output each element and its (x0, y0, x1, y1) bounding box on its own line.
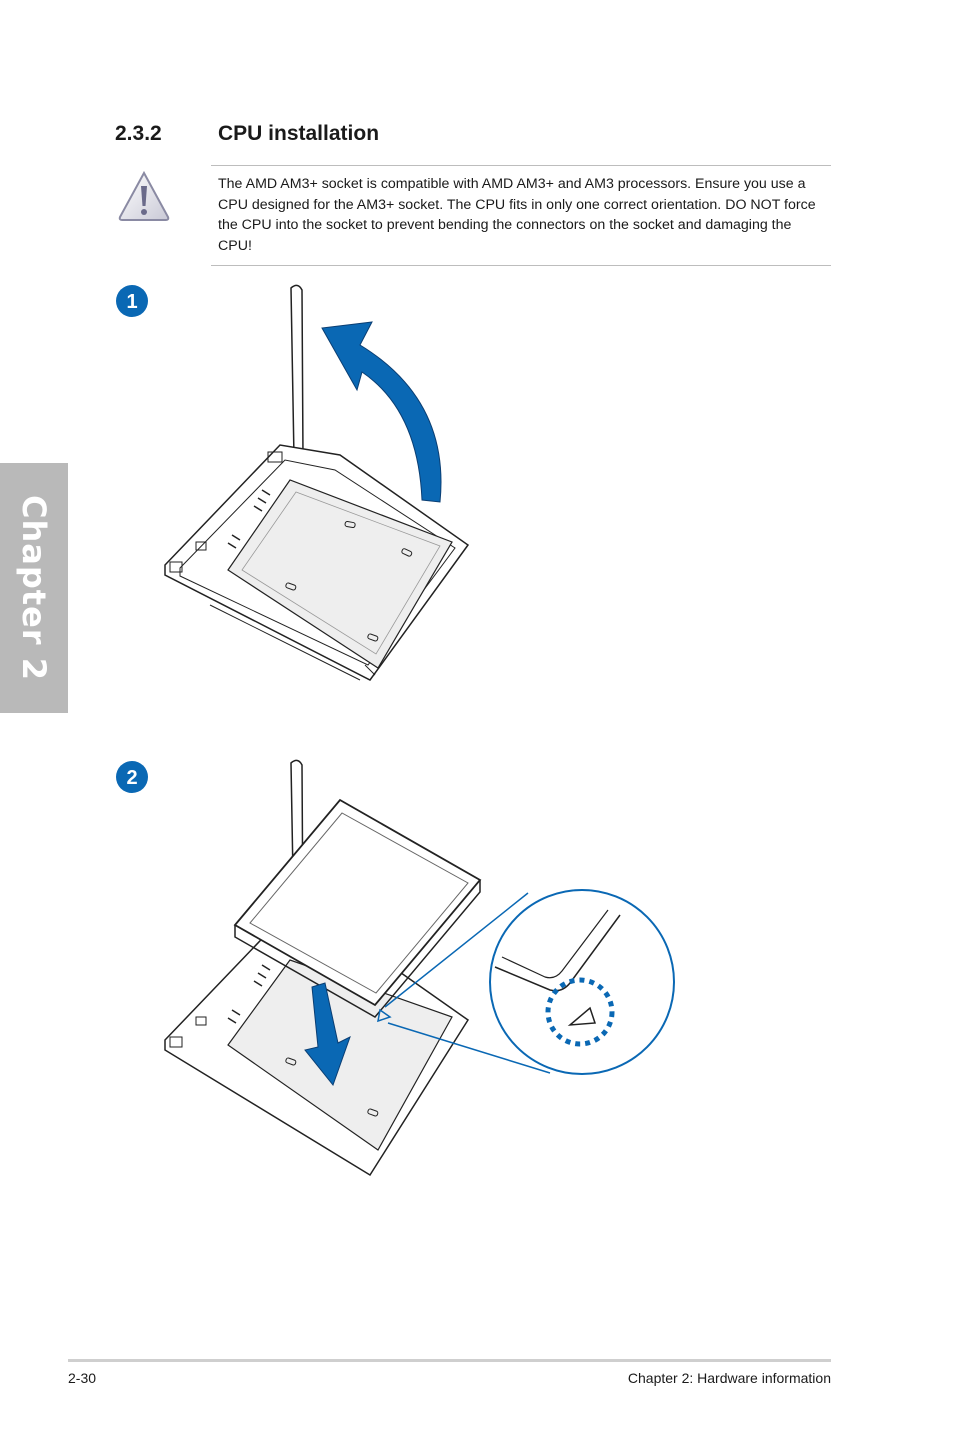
caution-text: The AMD AM3+ socket is compatible with A… (218, 176, 816, 254)
step-2-badge: 2 (116, 761, 148, 793)
chapter-tab-label: Chapter 2 (15, 495, 53, 681)
step-1-number: 1 (126, 291, 137, 313)
insert-cpu-arrow (304, 982, 351, 1087)
lift-lever-arrow (321, 321, 442, 503)
caution-bottom-rule (211, 265, 831, 266)
alignment-triangle-marker (377, 1008, 392, 1023)
chapter-side-tab: Chapter 2 (0, 463, 68, 713)
step-2-number: 2 (126, 767, 137, 789)
figure-cpu-placement (164, 759, 675, 1177)
page-number: 2-30 (68, 1370, 97, 1386)
socket-lever (290, 284, 304, 459)
warning-triangle-icon (118, 170, 170, 221)
caution-top-rule (211, 165, 831, 166)
section-number: 2.3.2 (115, 122, 162, 145)
footer-chapter-title: Chapter 2: Hardware information (627, 1370, 831, 1386)
alignment-highlight-ring (545, 977, 615, 1047)
figure-socket-lever-up (164, 284, 470, 681)
step-1-badge: 1 (116, 285, 148, 317)
section-title: CPU installation (218, 122, 380, 145)
footer-rule (68, 1359, 831, 1362)
